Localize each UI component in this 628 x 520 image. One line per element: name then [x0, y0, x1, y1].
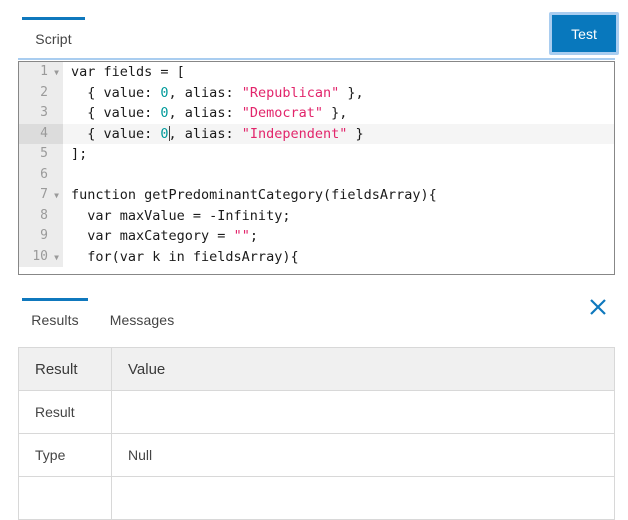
fold-arrow-icon[interactable]: ▼ — [54, 68, 59, 77]
code-token: ]; — [71, 146, 88, 162]
line-gutter: 3 — [19, 103, 63, 124]
code-text: var maxCategory = ""; — [71, 226, 258, 247]
code-token: 0 — [160, 105, 169, 121]
editor-focus-line — [18, 58, 615, 60]
code-token: "Independent" — [241, 125, 348, 142]
code-token: "Democrat" — [241, 105, 323, 121]
code-line[interactable]: 7▼function getPredominantCategory(fields… — [19, 185, 614, 206]
code-text: for(var k in fieldsArray){ — [71, 247, 299, 268]
line-gutter: 10 ▼ — [19, 246, 63, 267]
fold-arrow-icon[interactable]: ▼ — [54, 252, 59, 262]
table-header-row: Result Value — [18, 347, 615, 391]
test-button-focus-ring: Test — [549, 12, 619, 55]
code-token: ; — [249, 228, 258, 244]
line-gutter: 9 — [19, 226, 63, 247]
close-icon[interactable] — [583, 292, 613, 322]
results-tabstrip: Results Messages — [0, 285, 628, 335]
tab-messages-label: Messages — [109, 312, 175, 328]
code-line[interactable]: 8 var maxValue = -Infinity; — [19, 205, 614, 227]
code-token: for(var k in fieldsArray){ — [71, 248, 299, 265]
table-row — [18, 476, 615, 520]
line-number: 3 — [40, 105, 48, 120]
code-line[interactable]: 4 { value: 0, alias: "Independent" } — [19, 123, 614, 145]
code-text: { value: 0, alias: "Independent" } — [71, 124, 364, 145]
code-token: , alias: — [168, 84, 242, 101]
line-number: 8 — [40, 207, 48, 223]
line-gutter: 1▼ — [19, 62, 63, 83]
code-line[interactable]: 10 ▼ for(var k in fieldsArray){ — [19, 246, 614, 268]
line-gutter: 2 — [19, 82, 63, 103]
code-line[interactable]: 9 var maxCategory = ""; — [19, 226, 614, 247]
line-number: 4 — [40, 125, 48, 141]
cell-value — [111, 390, 615, 434]
line-number: 5 — [40, 146, 48, 161]
cell-value — [111, 476, 615, 520]
script-tabstrip: Script Test — [0, 0, 628, 60]
line-gutter: 4 — [19, 123, 63, 144]
code-token: } — [347, 125, 364, 142]
cell-result: Type — [18, 433, 112, 477]
code-token: "Republican" — [241, 84, 340, 101]
code-line[interactable]: 6 — [19, 164, 614, 185]
code-text: { value: 0, alias: "Republican" }, — [71, 83, 364, 104]
tab-messages[interactable]: Messages — [101, 298, 183, 328]
code-text: var fields = [ — [71, 62, 185, 83]
script-code-editor[interactable]: 1▼var fields = [2 { value: 0, alias: "Re… — [18, 61, 615, 275]
fold-arrow-icon[interactable]: ▼ — [54, 191, 59, 200]
tab-results-indicator — [22, 298, 88, 301]
line-number: 2 — [40, 84, 48, 100]
code-line[interactable]: 2 { value: 0, alias: "Republican" }, — [19, 82, 614, 104]
code-line[interactable]: 1▼var fields = [ — [19, 62, 614, 83]
code-text: { value: 0, alias: "Democrat" }, — [71, 103, 347, 124]
line-gutter: 5 — [19, 144, 63, 165]
text-caret — [168, 125, 170, 141]
code-text: ]; — [71, 144, 87, 165]
line-number: 6 — [40, 166, 48, 182]
tab-results[interactable]: Results — [22, 298, 88, 328]
code-line[interactable]: 3 { value: 0, alias: "Democrat" }, — [19, 103, 614, 124]
code-token: , alias: — [168, 125, 242, 142]
table-row: Result — [18, 390, 615, 434]
cell-result: Result — [18, 390, 112, 434]
line-number: 1 — [40, 64, 48, 79]
line-gutter: 8 — [19, 205, 63, 226]
code-token: { value: — [71, 84, 161, 101]
code-area[interactable]: 1▼var fields = [2 { value: 0, alias: "Re… — [19, 62, 614, 267]
code-text: function getPredominantCategory(fieldsAr… — [71, 185, 437, 206]
code-text: var maxValue = -Infinity; — [71, 206, 290, 227]
code-token: }, — [339, 84, 364, 101]
cell-value: Null — [111, 433, 615, 477]
code-token: , alias: — [168, 105, 242, 121]
code-line[interactable]: 5]; — [19, 144, 614, 165]
code-token: { value: — [71, 105, 161, 121]
line-number: 10 — [32, 248, 48, 264]
test-button[interactable]: Test — [552, 15, 616, 52]
code-token: var fields = [ — [71, 64, 185, 80]
tab-script-label: Script — [35, 31, 72, 47]
line-gutter: 7▼ — [19, 185, 63, 206]
tab-script-indicator — [22, 17, 85, 20]
code-token: { value: — [71, 125, 161, 142]
table-header-result: Result — [18, 347, 112, 391]
line-number: 9 — [40, 228, 48, 243]
code-token: }, — [322, 105, 348, 121]
code-token: var maxCategory = — [71, 228, 234, 244]
line-number: 7 — [40, 187, 48, 202]
tab-script[interactable]: Script — [22, 17, 85, 47]
code-token: var maxValue = -Infinity; — [71, 207, 291, 224]
code-token: 0 — [160, 84, 169, 101]
tab-results-label: Results — [31, 312, 79, 328]
code-token: function getPredominantCategory(fieldsAr… — [71, 187, 437, 203]
code-token: "" — [233, 228, 250, 244]
code-token: 0 — [160, 125, 169, 142]
cell-result — [18, 476, 112, 520]
line-gutter: 6 — [19, 164, 63, 185]
table-header-value: Value — [111, 347, 615, 391]
